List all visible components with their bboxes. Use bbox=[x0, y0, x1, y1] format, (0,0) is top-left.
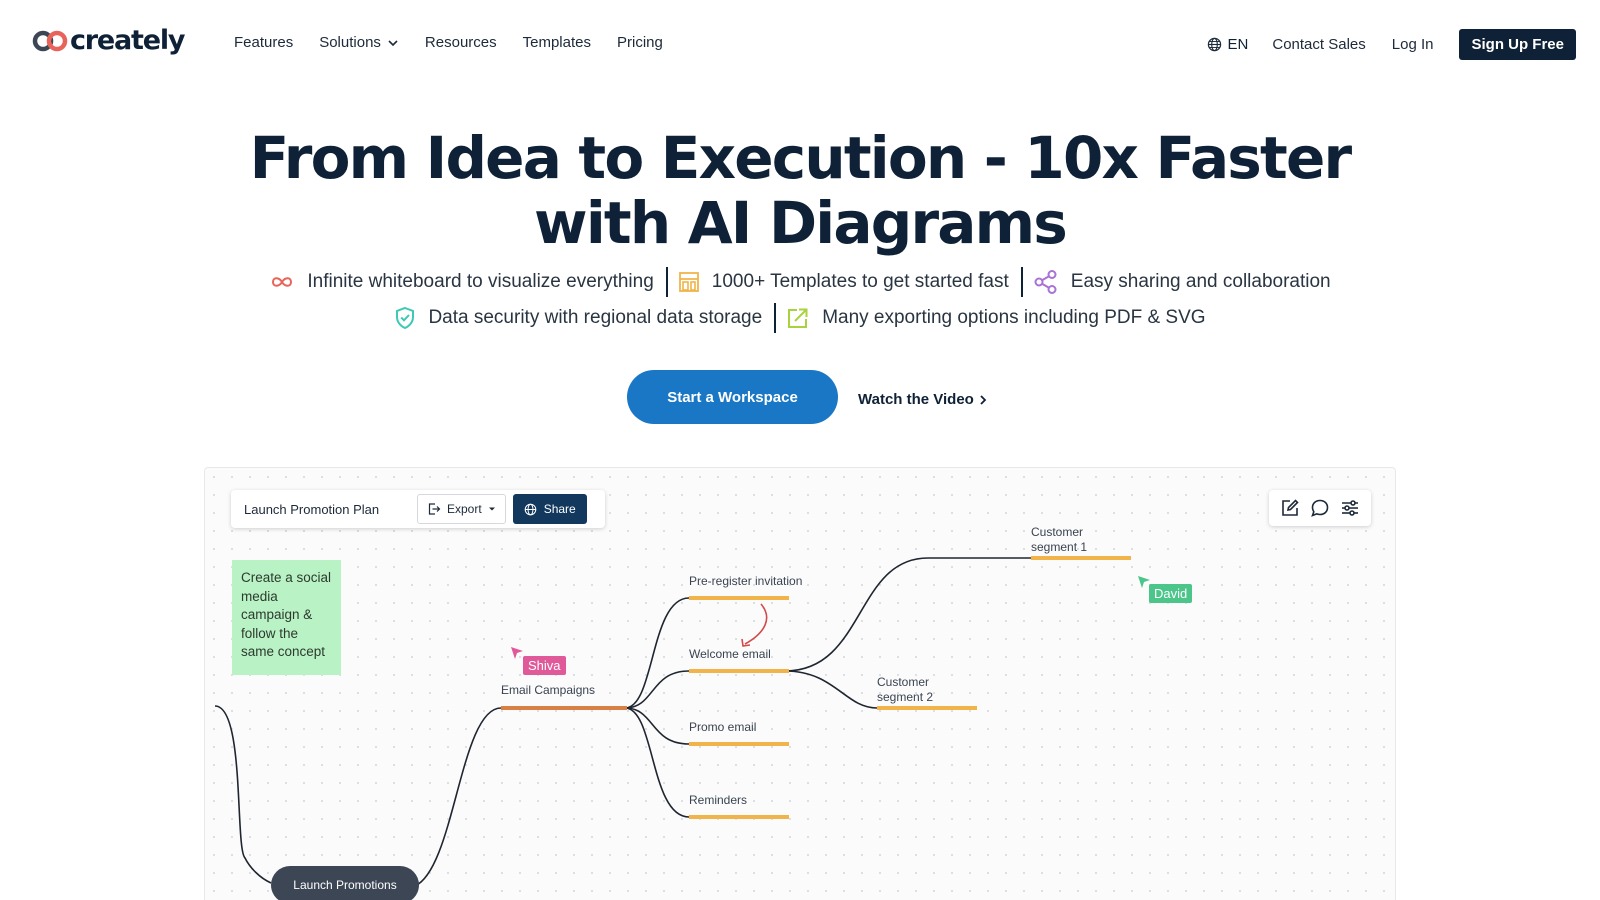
settings-tool[interactable] bbox=[1338, 496, 1362, 520]
document-title[interactable]: Launch Promotion Plan bbox=[244, 501, 380, 517]
node-email-campaigns[interactable]: Email Campaigns bbox=[501, 683, 596, 697]
node-promo-email[interactable]: Promo email bbox=[689, 720, 757, 734]
collaborator-cursor-david: David bbox=[1149, 584, 1193, 603]
watch-video-label: Watch the Video bbox=[858, 391, 974, 408]
feature-item: Easy sharing and collaboration bbox=[1033, 269, 1331, 295]
divider bbox=[1020, 267, 1023, 297]
feature-item: Infinite whiteboard to visualize everyth… bbox=[269, 271, 654, 293]
share-label: Share bbox=[543, 502, 576, 516]
sticky-note[interactable]: Create a social media campaign & follow … bbox=[232, 560, 341, 675]
cursor-arrow-icon bbox=[1138, 576, 1150, 588]
nav-features[interactable]: Features bbox=[234, 34, 294, 51]
share-icon bbox=[1034, 270, 1057, 294]
signup-button[interactable]: Sign Up Free bbox=[1459, 29, 1576, 60]
nav-solutions[interactable]: Solutions bbox=[319, 34, 399, 51]
comment-tool[interactable] bbox=[1308, 496, 1332, 520]
node-launch-promotions[interactable]: Launch Promotions bbox=[271, 866, 419, 900]
primary-nav: Features Solutions Resources Templates P… bbox=[234, 34, 689, 51]
start-workspace-button[interactable]: Start a Workspace bbox=[627, 370, 838, 424]
logo-text: creately bbox=[70, 25, 186, 56]
feature-text: Many exporting options including PDF & S… bbox=[822, 307, 1206, 328]
top-navigation: creately Features Solutions Resources Te… bbox=[0, 0, 1600, 88]
node-customer-segment-2[interactable]: Customer segment 2 bbox=[877, 675, 934, 704]
feature-item: Many exporting options including PDF & S… bbox=[786, 306, 1206, 330]
node-welcome-email[interactable]: Welcome email bbox=[689, 647, 771, 661]
feature-row-2: Data security with regional data storage… bbox=[0, 303, 1600, 333]
feature-item: Data security with regional data storage bbox=[394, 306, 762, 330]
template-icon bbox=[678, 272, 699, 292]
hero-headline: From Idea to Execution - 10x Faster with… bbox=[0, 126, 1600, 256]
document-toolbar: Launch Promotion Plan Export Share bbox=[231, 490, 605, 528]
node-reminders[interactable]: Reminders bbox=[689, 793, 748, 807]
contact-sales-link[interactable]: Contact Sales bbox=[1272, 36, 1366, 53]
cursor-arrow-icon bbox=[511, 647, 523, 659]
infinity-icon bbox=[272, 277, 293, 287]
nav-pricing[interactable]: Pricing bbox=[617, 34, 663, 51]
language-selector[interactable]: EN bbox=[1207, 36, 1249, 53]
divider bbox=[665, 267, 668, 297]
divider bbox=[774, 303, 777, 333]
feature-text: Data security with regional data storage bbox=[428, 307, 763, 328]
feature-item: 1000+ Templates to get started fast bbox=[678, 271, 1009, 293]
nav-actions: EN Contact Sales Log In Sign Up Free bbox=[1207, 29, 1576, 60]
share-button[interactable]: Share bbox=[512, 494, 587, 524]
hero-headline-line2: with AI Diagrams bbox=[534, 189, 1068, 257]
export-label: Export bbox=[447, 502, 482, 516]
feature-text: 1000+ Templates to get started fast bbox=[711, 271, 1009, 292]
creately-logo[interactable]: creately bbox=[32, 25, 186, 56]
edit-tool[interactable] bbox=[1278, 496, 1302, 520]
globe-icon bbox=[1207, 37, 1221, 52]
mindmap-connectors bbox=[214, 556, 1131, 887]
export-button[interactable]: Export bbox=[417, 494, 506, 524]
logo-mark-icon bbox=[32, 30, 68, 51]
node-customer-segment-1[interactable]: Customer segment 1 bbox=[1031, 525, 1088, 554]
nav-resources[interactable]: Resources bbox=[424, 34, 497, 51]
export-icon bbox=[428, 503, 441, 515]
diagram-demo-canvas[interactable]: Launch Promotion Plan Export Share bbox=[204, 467, 1396, 900]
nav-templates[interactable]: Templates bbox=[522, 34, 591, 51]
caret-down-icon bbox=[488, 507, 495, 511]
comment-icon bbox=[1311, 499, 1329, 517]
hero-headline-line1: From Idea to Execution - 10x Faster bbox=[249, 124, 1352, 192]
node-preregister[interactable]: Pre-register invitation bbox=[689, 574, 803, 588]
sliders-icon bbox=[1342, 500, 1358, 516]
language-label: EN bbox=[1227, 36, 1249, 53]
export-icon bbox=[788, 308, 808, 328]
watch-video-link[interactable]: Watch the Video bbox=[858, 391, 988, 408]
chevron-down-icon bbox=[388, 39, 398, 46]
feature-row-1: Infinite whiteboard to visualize everyth… bbox=[0, 267, 1600, 297]
collaborator-cursor-shiva: Shiva bbox=[523, 656, 566, 675]
nav-solutions-label: Solutions bbox=[319, 34, 381, 51]
edit-icon bbox=[1282, 499, 1299, 516]
login-link[interactable]: Log In bbox=[1391, 36, 1434, 53]
globe-icon bbox=[524, 503, 536, 515]
feature-text: Infinite whiteboard to visualize everyth… bbox=[307, 271, 654, 292]
feature-text: Easy sharing and collaboration bbox=[1070, 271, 1331, 292]
canvas-tools bbox=[1269, 490, 1371, 526]
shield-icon bbox=[396, 306, 415, 330]
chevron-right-icon bbox=[980, 394, 987, 405]
